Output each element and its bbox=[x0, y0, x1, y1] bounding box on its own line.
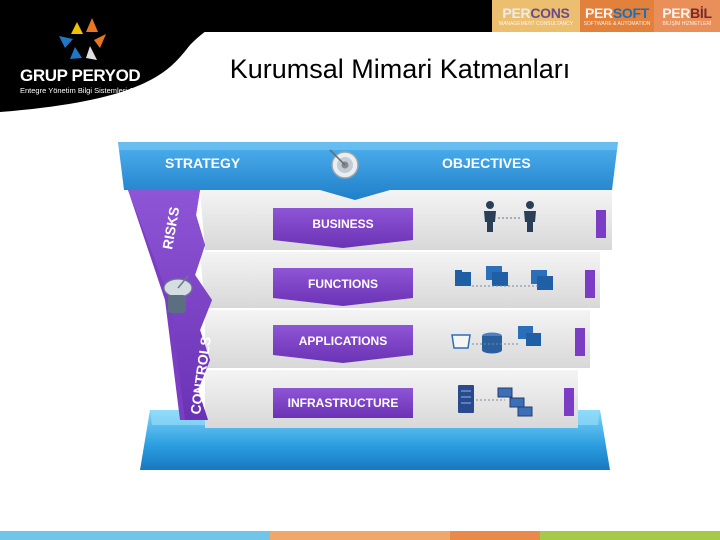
layer-applications[interactable]: APPLICATIONS bbox=[273, 325, 413, 363]
brand-prefix: PER bbox=[584, 4, 613, 21]
layer-label: INFRASTRUCTURE bbox=[288, 396, 399, 410]
brand-suffix: SOFT bbox=[612, 4, 650, 21]
footer-segment bbox=[270, 531, 450, 540]
side-label-risks: RISKS bbox=[159, 206, 182, 251]
people-icon bbox=[484, 201, 536, 232]
header-objectives: OBJECTIVES bbox=[442, 155, 531, 171]
logo-tagline: Entegre Yönetim Bilgi Sistemleri A. Ş. bbox=[20, 86, 145, 95]
brand-tabs: PERCONS MANAGEMENT CONSULTANCY PERSOFT S… bbox=[492, 0, 720, 32]
layer-functions[interactable]: FUNCTIONS bbox=[273, 268, 413, 306]
satellite-dish-icon bbox=[163, 275, 193, 313]
page-title: Kurumsal Mimari Katmanları bbox=[229, 54, 571, 84]
logo-name: GRUP PERYOD bbox=[20, 66, 141, 85]
brand-subtitle: MANAGEMENT CONSULTANCY bbox=[498, 20, 574, 27]
brand-prefix: PER bbox=[662, 4, 691, 21]
brand-prefix: PER bbox=[502, 4, 531, 21]
layer-label: FUNCTIONS bbox=[308, 277, 378, 291]
folders-icon bbox=[455, 266, 553, 290]
footer-segment bbox=[540, 531, 720, 540]
footer-segment bbox=[0, 531, 270, 540]
layer-business[interactable]: BUSINESS bbox=[273, 208, 413, 248]
brand-suffix: BİL bbox=[690, 4, 712, 21]
layer-label: APPLICATIONS bbox=[299, 334, 387, 348]
brand-subtitle: SOFTWARE & AUTOMATION bbox=[583, 20, 651, 27]
star-logo-icon bbox=[59, 18, 106, 60]
brand-tab-percons[interactable]: PERCONS MANAGEMENT CONSULTANCY bbox=[492, 0, 580, 32]
layer-label: BUSINESS bbox=[312, 217, 373, 231]
header-strategy: STRATEGY bbox=[165, 155, 241, 171]
target-icon bbox=[329, 149, 359, 179]
layer-infrastructure[interactable]: INFRASTRUCTURE bbox=[273, 388, 413, 418]
server-computers-icon bbox=[458, 385, 533, 417]
company-logo[interactable]: GRUP PERYOD Entegre Yönetim Bilgi Sistem… bbox=[20, 14, 170, 114]
brand-subtitle: BİLİŞİM HİZMETLERİ bbox=[662, 20, 712, 27]
footer-segment bbox=[450, 531, 540, 540]
brand-tab-perbil[interactable]: PERBİL BİLİŞİM HİZMETLERİ bbox=[654, 0, 720, 32]
brand-tab-persoft[interactable]: PERSOFT SOFTWARE & AUTOMATION bbox=[580, 0, 654, 32]
footer-color-bar bbox=[0, 531, 720, 540]
folder-database-icon bbox=[451, 326, 541, 354]
brand-suffix: CONS bbox=[530, 4, 570, 21]
